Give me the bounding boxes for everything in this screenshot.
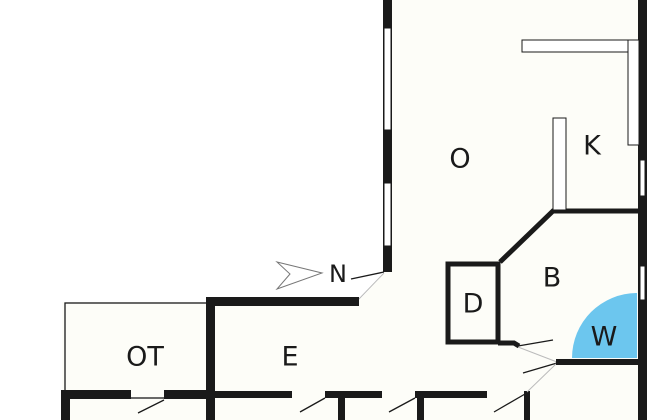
- wall: [556, 359, 646, 365]
- kitchen-counter: [552, 117, 567, 211]
- door-leaf: [522, 362, 558, 374]
- room-label-b: B: [543, 263, 562, 294]
- door-leaf: [517, 339, 554, 347]
- wall: [206, 297, 215, 420]
- door-opening: [526, 362, 558, 393]
- wall: [206, 391, 292, 398]
- room-label-e: E: [281, 342, 298, 373]
- door-leaf: [388, 397, 416, 413]
- door-opening: [517, 346, 558, 363]
- room-label-k: K: [583, 131, 602, 162]
- wall: [498, 208, 643, 264]
- wall: [164, 390, 210, 399]
- window: [639, 159, 646, 197]
- room-label-d: D: [463, 289, 484, 320]
- closet-d: [445, 261, 501, 345]
- door-leaf: [299, 397, 326, 413]
- north-arrow-icon: [275, 261, 324, 291]
- kitchen-counter: [627, 39, 640, 146]
- wall: [383, 0, 392, 272]
- window: [383, 27, 392, 131]
- door-leaf: [493, 393, 526, 413]
- room-label-w: W: [591, 322, 618, 353]
- north-label: N: [329, 260, 347, 288]
- wall: [498, 340, 521, 349]
- wall: [61, 390, 131, 399]
- window: [639, 265, 646, 301]
- window: [383, 182, 392, 247]
- door-opening: [357, 272, 385, 301]
- wall: [325, 391, 382, 398]
- wall: [206, 297, 359, 306]
- door-leaf: [350, 271, 385, 280]
- wall: [338, 391, 345, 420]
- door-leaf: [137, 399, 165, 414]
- wall: [61, 390, 70, 420]
- wall: [417, 391, 424, 420]
- room-label-o: O: [449, 144, 470, 175]
- shower-area: [572, 293, 637, 358]
- wall: [415, 391, 487, 398]
- room-label-ot: OT: [126, 342, 164, 373]
- wall: [524, 391, 530, 420]
- ot-outline: [64, 302, 209, 399]
- kitchen-counter: [521, 39, 630, 53]
